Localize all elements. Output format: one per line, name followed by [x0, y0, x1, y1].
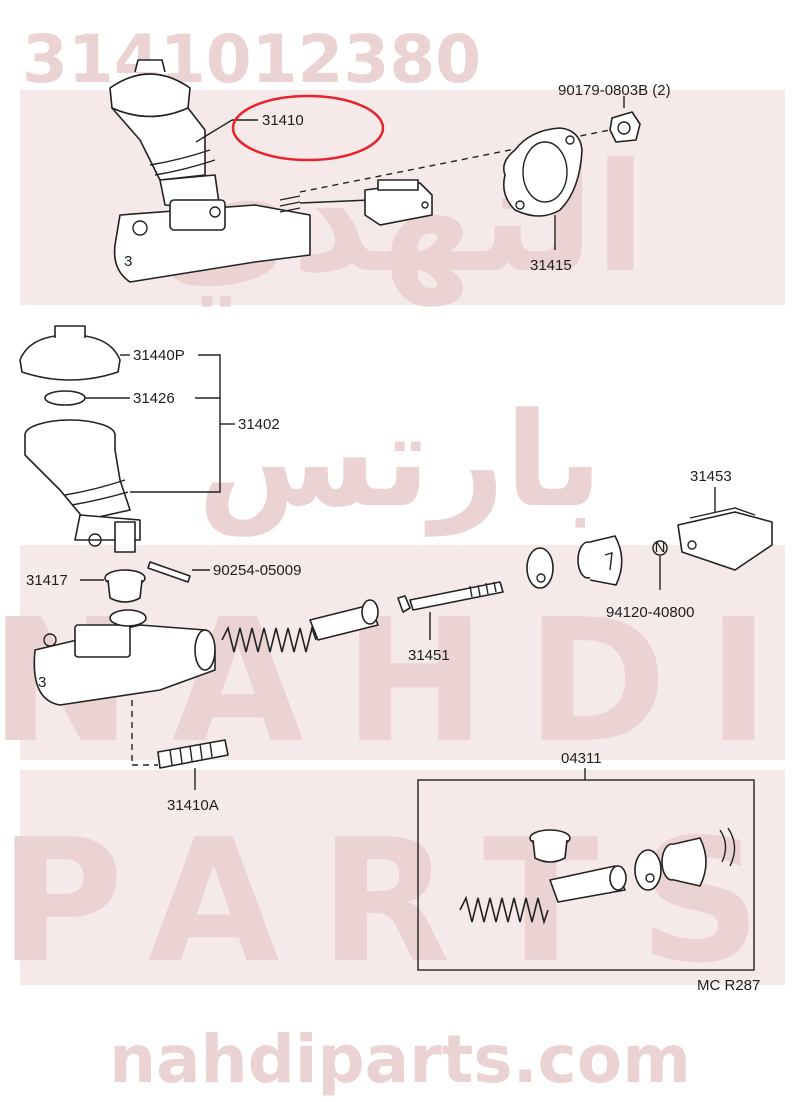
- cylinder-body: 3: [33, 609, 216, 706]
- label-31440P: 31440P: [133, 347, 185, 364]
- label-31402: 31402: [238, 416, 280, 433]
- label-94120: 94120-40800: [606, 604, 694, 621]
- oring-31426: [44, 390, 86, 406]
- washer: [526, 547, 554, 589]
- label-04311: 04311: [561, 750, 602, 767]
- pushrod-31451: [397, 581, 504, 613]
- master-cylinder-assembly: 3: [109, 59, 611, 283]
- watermark-arabic-parts: بارتس: [197, 384, 602, 537]
- pin-90254: [147, 561, 191, 583]
- kit-contents: [459, 827, 736, 925]
- watermark-latin-bottom: PARTS: [0, 803, 800, 1001]
- gasket-31415: [502, 127, 583, 250]
- clevis-31453: [677, 487, 773, 571]
- label-31426: 31426: [133, 390, 175, 407]
- label-31451: 31451: [408, 647, 450, 664]
- label-90179: 90179-0803B (2): [558, 82, 671, 99]
- grommet-31417: [104, 569, 146, 603]
- svg-text:3: 3: [38, 674, 46, 691]
- spring-piston: [221, 599, 379, 653]
- highlight-circle: [231, 94, 385, 162]
- kit-box: [417, 779, 755, 971]
- diagram-code: MC R287: [697, 977, 760, 994]
- label-90254: 90254-05009: [213, 562, 301, 579]
- stud-31410A: [157, 739, 229, 769]
- reservoir-cap-31440P: [19, 325, 121, 381]
- grommet-90179: [609, 96, 641, 143]
- label-31415: 31415: [530, 257, 572, 274]
- label-31410A: 31410A: [167, 797, 219, 814]
- label-31417: 31417: [26, 572, 68, 589]
- svg-text:3: 3: [124, 253, 132, 270]
- reservoir-body-31402: [24, 419, 141, 553]
- n-marker: N: [655, 539, 666, 556]
- watermark-part-number: 3141012380: [22, 21, 481, 98]
- watermark-footer-url: nahdiparts.com: [109, 1021, 691, 1098]
- label-31453: 31453: [690, 468, 732, 485]
- label-31410: 31410: [262, 112, 304, 129]
- boot: [577, 535, 623, 586]
